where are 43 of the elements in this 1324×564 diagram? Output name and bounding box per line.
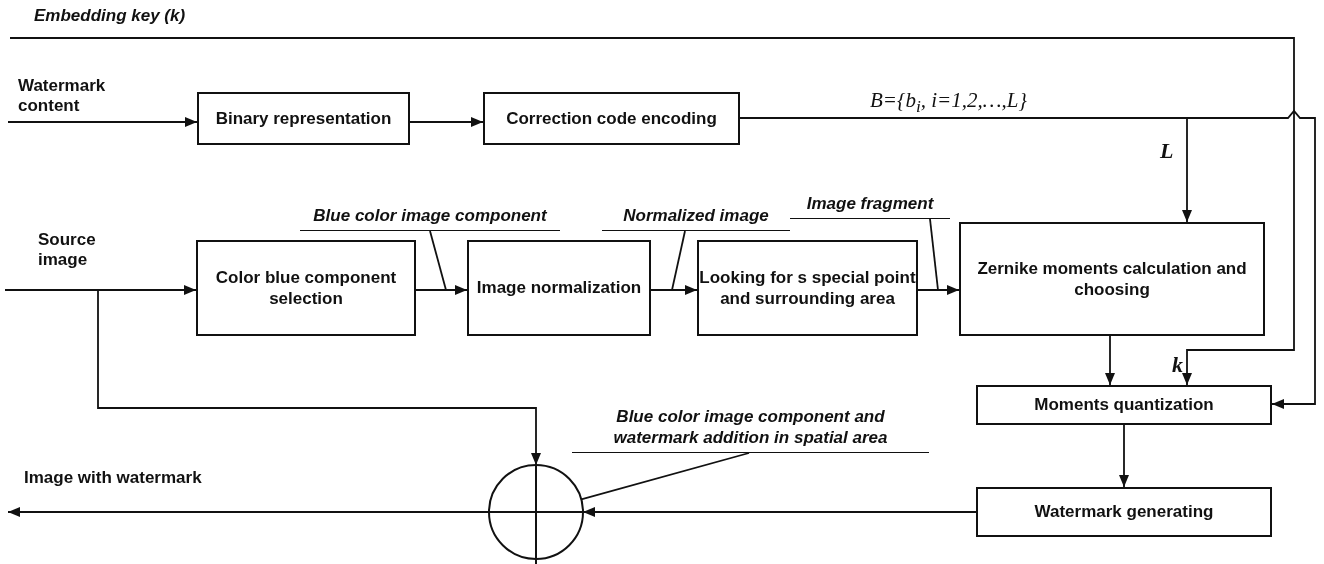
annotation-text: Blue color image component and watermark addition in spatial area — [572, 378, 929, 453]
arrow — [409, 117, 484, 127]
arrow — [9, 37, 1295, 386]
process-box — [196, 240, 416, 336]
process-box — [483, 92, 740, 145]
leader-line — [429, 230, 447, 291]
arrow — [4, 285, 197, 295]
edge-label: Source image — [38, 230, 97, 271]
edge-label: Embedding key (k) — [34, 6, 187, 27]
box-text: Watermark generating — [1034, 501, 1214, 523]
arrow — [415, 285, 468, 295]
arrow — [1105, 335, 1115, 386]
process-box — [959, 222, 1265, 336]
arrow — [7, 507, 490, 517]
arrow — [582, 507, 977, 517]
process-box — [197, 92, 410, 145]
box-text: Binary representation — [215, 107, 392, 130]
arrow — [1119, 424, 1129, 488]
leader-line — [671, 230, 686, 291]
process-box — [976, 487, 1272, 537]
edge-label: Watermark content — [18, 76, 107, 117]
annotation-text: Normalized image — [602, 172, 790, 231]
arrow — [7, 117, 198, 127]
arrow — [917, 285, 960, 295]
signal-label: k — [1172, 352, 1183, 379]
box-text: Moments quantization — [1034, 394, 1214, 416]
box-text: Correction code encoding — [506, 107, 717, 130]
leader-line — [929, 218, 939, 291]
leader-line — [580, 452, 750, 501]
edge-label: Image with watermark — [24, 468, 203, 489]
box-text: Image normalization — [476, 277, 642, 299]
edge-label: L — [1160, 138, 1175, 165]
arrow — [97, 289, 541, 466]
box-text: Looking for s special point and surrounding area — [699, 266, 916, 310]
edge-label: B={b$_{i}$, i=1,2,…,L} — [870, 88, 1028, 118]
process-box — [976, 385, 1272, 425]
process-box — [467, 240, 651, 336]
arrow — [650, 285, 698, 295]
annotation-text: Blue color image component — [300, 172, 560, 231]
process-box — [697, 240, 918, 336]
box-text: Color blue component selection — [214, 266, 398, 310]
annotation-text: Image fragment — [790, 186, 950, 219]
box-text: Zernike moments calculation and choosing — [976, 257, 1248, 301]
